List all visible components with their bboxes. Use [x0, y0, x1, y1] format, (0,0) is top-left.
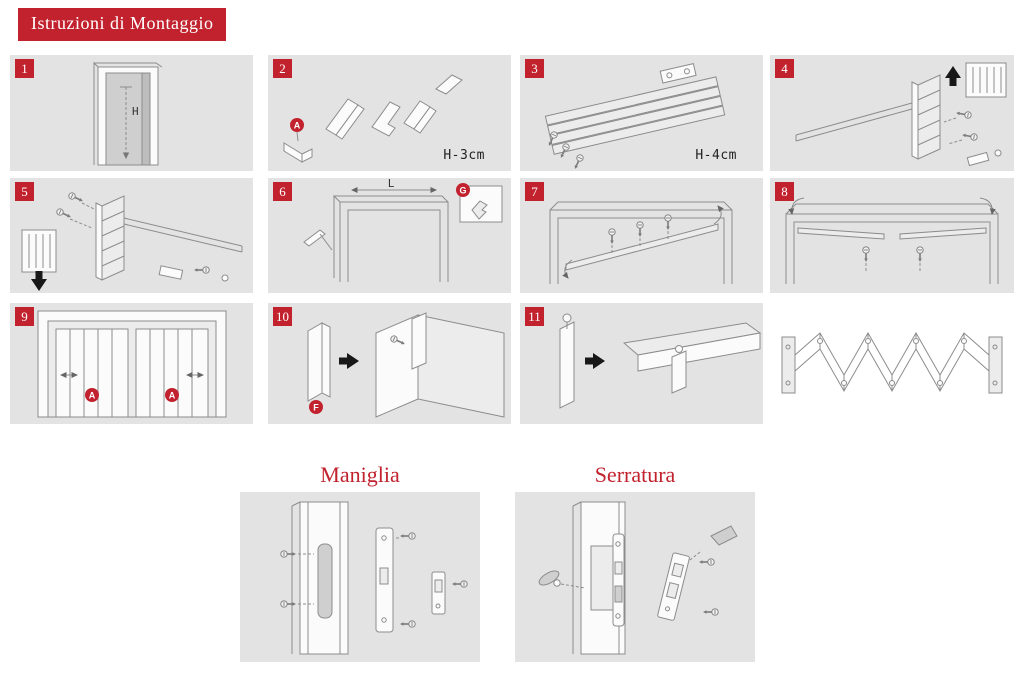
- maniglia-panel: [240, 492, 480, 662]
- step-panel-7: 7: [520, 178, 763, 293]
- track-post-up-illustration: [795, 62, 1007, 167]
- rail-insert-illustration: [549, 201, 733, 284]
- corner-profile-illustration: F: [307, 312, 505, 418]
- lock-assembly-illustration: [538, 501, 738, 655]
- section-title-maniglia: Maniglia: [320, 462, 400, 487]
- frame-width-illustration: L G: [303, 178, 503, 282]
- badge-a-right: A: [169, 391, 176, 401]
- door-opening-illustration: H: [93, 61, 163, 166]
- accordion-panel: [770, 303, 1014, 424]
- step-panel-9: 9 A A: [10, 303, 253, 424]
- step-number-badge: 11: [525, 307, 544, 326]
- step-panel-11: 11: [520, 303, 763, 424]
- handle-assembly-illustration: [279, 501, 469, 655]
- page-title: Istruzioni di Montaggio: [18, 8, 227, 41]
- step-panel-3: 3 H-4cm: [520, 55, 763, 171]
- height-note: H-3cm: [443, 148, 485, 163]
- step-panel-1: 1 H: [10, 55, 253, 171]
- step-panel-10: 10 F: [268, 303, 511, 424]
- profiles-illustration: A: [283, 74, 463, 163]
- track-post-down-illustration: [21, 190, 243, 291]
- double-rail-illustration: [785, 197, 999, 284]
- step-panel-4: 4: [770, 55, 1014, 171]
- step-number-badge: 5: [15, 182, 34, 201]
- badge-g: G: [459, 186, 466, 196]
- step-number-badge: 3: [525, 59, 544, 78]
- pivot-track-illustration: [559, 313, 762, 409]
- step-number-badge: 4: [775, 59, 794, 78]
- height-label: H: [132, 105, 139, 118]
- step-panel-5: 5: [10, 178, 253, 293]
- accordion-door-illustration: [781, 331, 1003, 394]
- step-number-badge: 6: [273, 182, 292, 201]
- step-panel-2: 2 A H-3cm: [268, 55, 511, 171]
- height-note: H-4cm: [695, 148, 737, 163]
- double-door-adjust-illustration: A A: [37, 310, 227, 418]
- step-number-badge: 7: [525, 182, 544, 201]
- section-title-serratura: Serratura: [594, 462, 676, 487]
- badge-a: A: [294, 121, 301, 131]
- step-number-badge: 9: [15, 307, 34, 326]
- badge-a-left: A: [89, 391, 96, 401]
- step-panel-6: 6 L G: [268, 178, 511, 293]
- step-number-badge: 2: [273, 59, 292, 78]
- stacked-slats-illustration: [544, 63, 726, 171]
- badge-f: F: [313, 403, 319, 413]
- step-number-badge: 8: [775, 182, 794, 201]
- step-number-badge: 10: [273, 307, 292, 326]
- step-number-badge: 1: [15, 59, 34, 78]
- step-panel-8: 8: [770, 178, 1014, 293]
- width-label: L: [388, 178, 395, 190]
- serratura-panel: [515, 492, 755, 662]
